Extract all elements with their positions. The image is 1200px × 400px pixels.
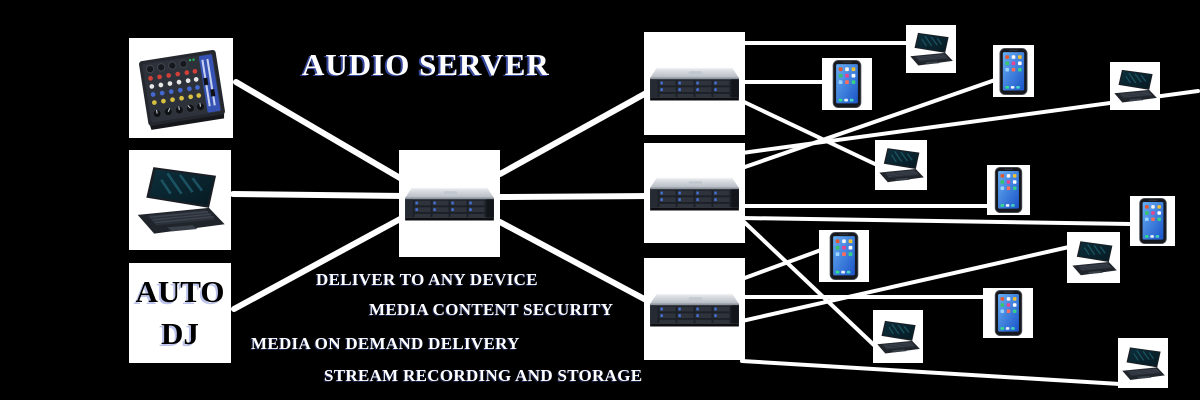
audio-server-node xyxy=(399,150,500,257)
rack-server-icon xyxy=(402,178,497,229)
laptop-icon xyxy=(1070,239,1118,277)
device-laptop-e-node xyxy=(873,310,923,363)
feature-label-recording: STREAM RECORDING AND STORAGE xyxy=(324,366,643,385)
smartphone-icon xyxy=(997,48,1030,95)
device-phone-d-node xyxy=(1130,196,1175,246)
edge-server3-laptopD xyxy=(740,245,1071,323)
auto-dj-label-line2: DJ xyxy=(161,316,199,351)
device-laptop-a-node xyxy=(906,25,956,73)
edge-autodj-audioserver xyxy=(231,215,405,312)
feature-label-deliver: DELIVER TO ANY DEVICE xyxy=(316,270,538,289)
device-phone-e-node xyxy=(819,230,869,282)
stream-server-1-node xyxy=(644,32,745,135)
edge-server3-phoneE xyxy=(740,248,823,281)
device-phone-f-node xyxy=(983,288,1033,338)
edge-audioserver-server1 xyxy=(497,89,651,177)
page-title: AUDIO SERVER xyxy=(302,47,550,82)
smartphone-icon xyxy=(1136,198,1170,244)
edge-laptop-audioserver xyxy=(230,191,408,199)
laptop-icon xyxy=(877,146,925,184)
stream-server-3-node xyxy=(644,258,745,360)
edge-server2-phoneB xyxy=(740,78,997,170)
smartphone-icon xyxy=(992,167,1025,213)
edge-mixer-audioserver xyxy=(233,79,403,181)
edge-audioserver-server3 xyxy=(497,219,651,304)
device-phone-c-node xyxy=(987,165,1030,215)
device-phone-a-node xyxy=(822,58,872,110)
device-laptop-d-node xyxy=(1067,232,1120,283)
laptop-icon xyxy=(1120,345,1166,382)
smartphone-icon xyxy=(830,60,864,108)
rack-server-icon xyxy=(647,58,742,109)
edge-audioserver-server2 xyxy=(497,193,651,200)
device-phone-b-node xyxy=(993,45,1034,97)
mixer-icon xyxy=(132,41,230,135)
edge-server2-laptopE xyxy=(740,218,878,349)
edge-server2-phoneD xyxy=(740,216,1133,226)
rack-server-icon xyxy=(647,284,742,335)
laptop-icon xyxy=(1112,68,1158,104)
audio-mixer-node xyxy=(129,38,233,138)
feature-label-security: MEDIA CONTENT SECURITY xyxy=(369,300,614,319)
laptop-icon xyxy=(133,165,227,235)
edge-server1-laptopC xyxy=(740,99,879,167)
stream-server-2-node xyxy=(644,143,745,243)
laptop-icon xyxy=(908,31,954,67)
device-laptop-b-node xyxy=(1110,62,1160,110)
source-laptop-node xyxy=(129,150,231,250)
edge-server3-laptopF xyxy=(740,359,1122,386)
auto-dj-node: AUTO DJ xyxy=(129,263,231,363)
smartphone-icon xyxy=(827,232,861,280)
laptop-icon xyxy=(875,318,921,356)
feature-label-on-demand: MEDIA ON DEMAND DELIVERY xyxy=(251,334,520,353)
device-laptop-f-node xyxy=(1118,338,1168,388)
device-laptop-c-node xyxy=(875,140,927,190)
rack-server-icon xyxy=(647,168,742,219)
smartphone-icon xyxy=(992,290,1025,336)
auto-dj-label-line1: AUTO xyxy=(135,274,225,309)
